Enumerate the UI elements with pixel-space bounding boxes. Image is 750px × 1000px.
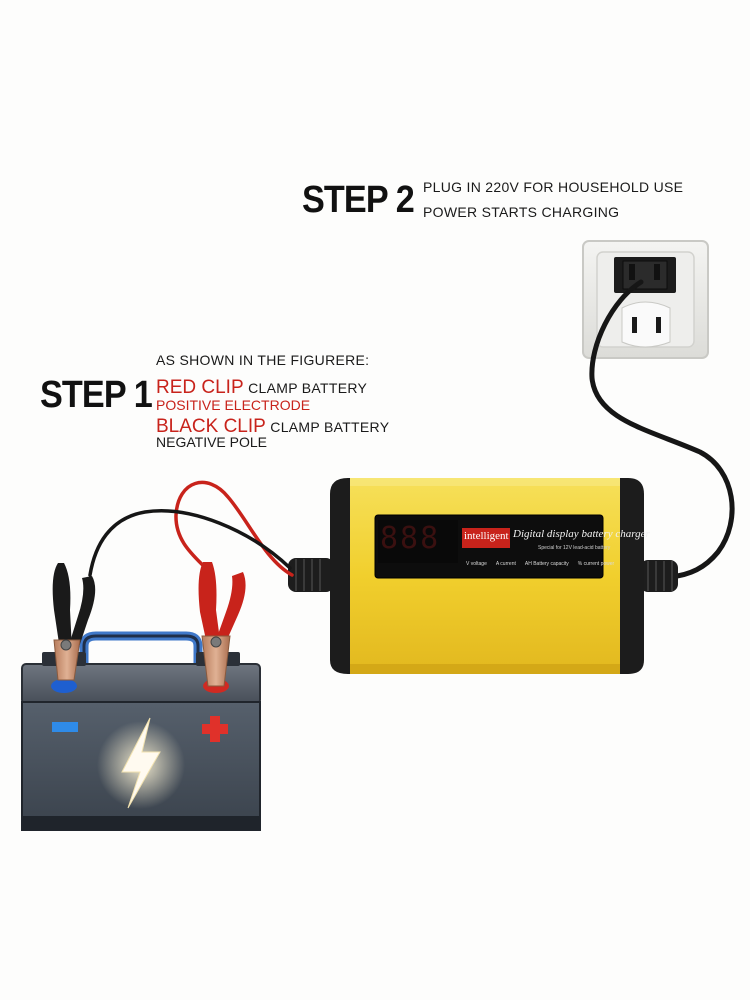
indicator-power: % current power — [577, 561, 615, 567]
black-lead — [88, 509, 292, 577]
step1-title: STEP 1 — [40, 374, 153, 416]
right-strain-relief — [640, 560, 678, 592]
charger-digital-display: 888 — [380, 521, 441, 556]
indicator-current: A current — [495, 561, 516, 567]
plus-icon — [202, 716, 228, 742]
red-clip-target: POSITIVE ELECTRODE — [156, 397, 311, 413]
black-clip-action: CLAMP BATTERY — [270, 419, 390, 435]
red-clip-action: CLAMP BATTERY — [248, 380, 368, 396]
black-clip-target: NEGATIVE POLE — [156, 434, 267, 450]
red-clip-line: RED CLIP CLAMP BATTERY — [156, 377, 367, 399]
charger-indicators: V voltage A current AH Battery capacity … — [466, 562, 614, 567]
step2-line2: POWER STARTS CHARGING — [423, 204, 620, 220]
black-clip-line: BLACK CLIP CLAMP BATTERY — [156, 416, 389, 438]
indicator-capacity: AH Battery capacity — [524, 561, 569, 567]
charger-title: Digital display battery charger — [513, 528, 650, 540]
charger-badge: intelligent — [464, 530, 509, 542]
red-clip — [198, 562, 246, 687]
charger-body — [330, 478, 644, 674]
step2-line1: PLUG IN 220V FOR HOUSEHOLD USE — [423, 179, 684, 195]
step1-intro: AS SHOWN IN THE FIGURERE: — [156, 352, 370, 368]
black-clip-label: BLACK CLIP — [156, 416, 266, 437]
minus-icon — [52, 722, 78, 732]
black-clip — [52, 563, 96, 681]
red-clip-label: RED CLIP — [156, 377, 244, 398]
indicator-voltage: V voltage — [466, 561, 487, 567]
step2-title: STEP 2 — [302, 179, 415, 221]
charger-subtitle: Special for 12V lead-acid battery — [538, 545, 611, 551]
left-strain-relief — [288, 558, 334, 592]
power-cable — [589, 279, 735, 580]
wall-outlet-icon — [582, 240, 709, 359]
lightning-icon — [121, 717, 161, 809]
